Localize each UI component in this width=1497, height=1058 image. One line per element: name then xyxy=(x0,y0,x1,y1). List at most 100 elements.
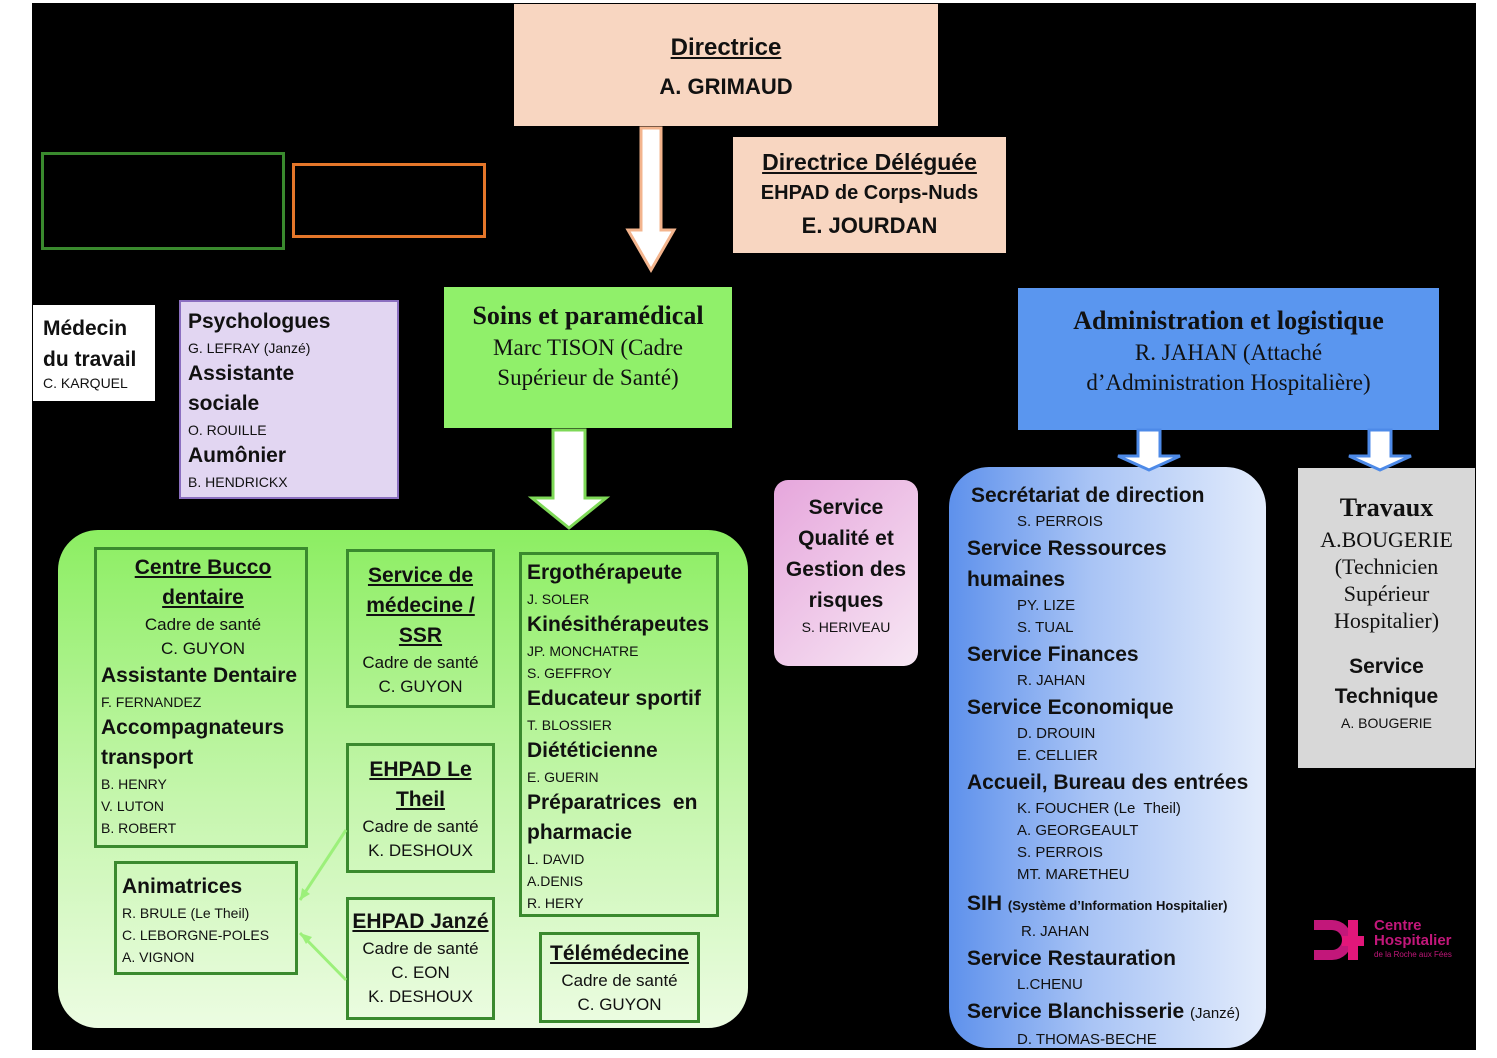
qualite-name: S. HERIVEAU xyxy=(801,619,891,635)
connector-theil-animatrices xyxy=(298,829,348,901)
tele-title: Télémédecine xyxy=(550,942,689,965)
travaux-line2: (Technicien xyxy=(1334,554,1439,579)
ssr-name: C. GUYON xyxy=(378,677,463,696)
travaux-title: Travaux xyxy=(1339,493,1434,522)
service-medecine-ssr-box: Service de médecine / SSR Cadre de santé… xyxy=(346,549,495,708)
admin-line2: d’Administration Hospitalière) xyxy=(1086,370,1371,395)
centre-hospitalier-logo: Centre Hospitalier de la Roche aux Fées xyxy=(1312,916,1464,966)
logo-mark-icon xyxy=(1314,920,1364,960)
blanchisserie-row: Service Blanchisserie (Janzé) xyxy=(967,996,1266,1029)
medecin-line1: Médecin xyxy=(43,317,128,340)
bucco-name: C. GUYON xyxy=(160,639,246,658)
ergo-label: Ergothérapeute xyxy=(527,561,683,584)
travaux-line1: A.BOUGERIE xyxy=(1320,527,1453,552)
blanchisserie-site: (Janzé) xyxy=(1189,1005,1241,1022)
legend-orange-box xyxy=(292,163,486,238)
accueil-name-3: S. PERROIS xyxy=(1017,844,1103,861)
administration-logistique-box: Administration et logistique R. JAHAN (A… xyxy=(1018,288,1439,430)
soins-services-area xyxy=(58,530,748,1028)
educ-name: T. BLOSSIER xyxy=(527,717,612,733)
psychologues-name: G. LEFRAY (Janzé) xyxy=(188,340,311,356)
logo-line2: Hospitalier xyxy=(1374,932,1452,949)
travaux-line4: Hospitalier) xyxy=(1333,608,1440,633)
tele-name: C. GUYON xyxy=(577,995,662,1014)
animatrices-box: Animatrices R. BRULE (Le Theil) C. LEBOR… xyxy=(114,861,298,975)
eco-name-2: E. CELLIER xyxy=(1017,747,1098,764)
ssr-title3: SSR xyxy=(398,624,443,647)
travaux-line3: Supérieur xyxy=(1343,581,1430,606)
rh-name-2: S. TUAL xyxy=(1017,619,1074,636)
assistante-sociale-label1: Assistante xyxy=(188,362,295,385)
animatrice-name-1: R. BRULE (Le Theil) xyxy=(122,905,250,921)
ehpad-janze-name-1: C. EON xyxy=(391,963,450,982)
educ-label: Educateur sportif xyxy=(527,687,701,710)
animatrice-name-2: C. LEBORGNE-POLES xyxy=(122,927,270,943)
rh-name-1: PY. LIZE xyxy=(1017,597,1076,614)
ehpad-theil-role: Cadre de santé xyxy=(362,817,479,836)
accompagnateurs-label1: Accompagnateurs xyxy=(101,716,285,739)
rh-label2: humaines xyxy=(967,568,1066,591)
qualite-line3: Gestion des xyxy=(785,558,907,581)
directrice-box: Directrice A. GRIMAUD xyxy=(514,4,938,126)
ergo-name: J. SOLER xyxy=(527,591,590,607)
finances-label: Service Finances xyxy=(967,643,1139,666)
sih-row: SIH (Système d’Information Hospitalier) xyxy=(967,888,1266,921)
paramedical-box: Ergothérapeute J. SOLER Kinésithérapeute… xyxy=(519,552,719,917)
animatrices-title: Animatrices xyxy=(122,875,243,898)
ssr-title1: Service de xyxy=(367,564,474,587)
sih-label: SIH xyxy=(967,892,1003,915)
deleguee-site: EHPAD de Corps-Nuds xyxy=(760,182,979,204)
medecin-line2: du travail xyxy=(43,348,137,371)
assistante-sociale-name: O. ROUILLE xyxy=(188,422,267,438)
ssr-role: Cadre de santé xyxy=(362,653,479,672)
services-admin-area: Secrétariat de direction S. PERROIS Serv… xyxy=(949,467,1266,1048)
accueil-name-4: MT. MARETHEU xyxy=(1017,866,1130,883)
secretariat-name: S. PERROIS xyxy=(1017,513,1103,530)
ehpad-janze-name-2: K. DESHOUX xyxy=(368,987,473,1006)
service-technique-line2: Technique xyxy=(1334,685,1439,708)
travaux-box: Travaux A.BOUGERIE (Technicien Supérieur… xyxy=(1298,468,1475,768)
arrow-directrice-soins xyxy=(625,126,677,274)
sih-detail: (Système d’Information Hospitalier) xyxy=(1007,898,1228,913)
legend-green-box xyxy=(41,152,285,250)
kine-label: Kinésithérapeutes xyxy=(527,613,710,636)
psychologues-label: Psychologues xyxy=(188,310,331,333)
ehpad-janze-box: EHPAD Janzé Cadre de santé C. EON K. DES… xyxy=(346,897,495,1020)
kine-name-2: S. GEFFROY xyxy=(527,665,612,681)
finances-name: R. JAHAN xyxy=(1017,672,1086,689)
prep-name-2: A.DENIS xyxy=(527,873,584,889)
eco-label: Service Economique xyxy=(967,696,1174,719)
assistante-dentaire-name: F. FERNANDEZ xyxy=(101,694,202,710)
accompagnateur-name-1: B. HENRY xyxy=(101,776,167,792)
tele-role: Cadre de santé xyxy=(561,971,678,990)
restauration-name: L.CHENU xyxy=(1017,976,1083,993)
sih-name: R. JAHAN xyxy=(1021,923,1090,940)
ehpad-theil-name: K. DESHOUX xyxy=(368,841,473,860)
prep-name-1: L. DAVID xyxy=(527,851,585,867)
directrice-title: Directrice xyxy=(670,34,782,61)
prep-label2: pharmacie xyxy=(527,821,633,844)
rh-label1: Service Ressources xyxy=(967,537,1167,560)
qualite-line2: Qualité et xyxy=(798,527,894,550)
secretariat-label: Secrétariat de direction xyxy=(971,484,1205,507)
accueil-label: Accueil, Bureau des entrées xyxy=(967,771,1249,794)
deleguee-name: E. JOURDAN xyxy=(801,213,938,238)
qualite-line1: Service xyxy=(808,496,884,519)
directrice-name: A. GRIMAUD xyxy=(659,74,793,99)
ehpad-theil-title2: Theil xyxy=(395,788,445,811)
arrow-soins-services xyxy=(527,428,611,530)
qualite-line4: risques xyxy=(808,589,884,612)
soins-paramedical-box: Soins et paramédical Marc TISON (Cadre S… xyxy=(444,287,732,428)
telemedecine-box: Télémédecine Cadre de santé C. GUYON xyxy=(539,932,700,1023)
accompagnateur-name-2: V. LUTON xyxy=(101,798,165,814)
accompagnateurs-label2: transport xyxy=(101,746,194,769)
accueil-name-1: K. FOUCHER (Le Theil) xyxy=(1017,800,1181,817)
service-technique-line1: Service xyxy=(1349,655,1424,678)
accompagnateur-name-3: B. ROBERT xyxy=(101,820,177,836)
travaux-name: A. BOUGERIE xyxy=(1340,715,1433,731)
bucco-title2: dentaire xyxy=(162,586,244,609)
directrice-deleguee-box: Directrice Déléguée EHPAD de Corps-Nuds … xyxy=(733,137,1006,253)
service-qualite-box: Service Qualité et Gestion des risques S… xyxy=(774,480,918,666)
logo-line3: de la Roche aux Fées xyxy=(1374,950,1452,959)
logo-line1: Centre xyxy=(1374,917,1422,934)
